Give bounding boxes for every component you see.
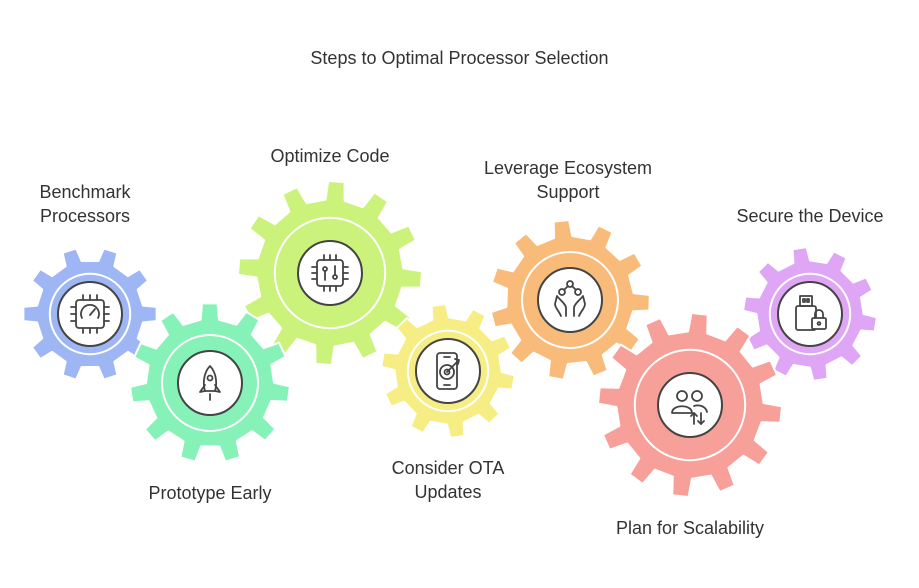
- gear-2: [129, 302, 291, 463]
- gear-5: [489, 219, 651, 381]
- processor-gauge-icon: [70, 294, 110, 334]
- diagram-title: Steps to Optimal Processor Selection: [310, 48, 609, 68]
- label-plan-for-scalability: Plan for Scalability: [615, 518, 765, 538]
- users-arrows-icon: [671, 390, 708, 425]
- gear-7: [742, 246, 878, 382]
- usb-lock-icon: [795, 295, 827, 331]
- phone-target-icon: [436, 352, 460, 390]
- gear-4: [380, 303, 516, 439]
- gear-3: [237, 180, 423, 366]
- rocket-icon: [199, 365, 221, 401]
- circuit-chip-icon: [311, 254, 349, 292]
- hands-network-icon: [554, 280, 586, 317]
- label-prototype-early: Prototype Early: [148, 483, 272, 503]
- label-secure-the-device: Secure the Device: [736, 206, 884, 226]
- label-optimize-code: Optimize Code: [270, 146, 390, 166]
- gear-6: [597, 312, 783, 498]
- gear-1: [22, 247, 158, 381]
